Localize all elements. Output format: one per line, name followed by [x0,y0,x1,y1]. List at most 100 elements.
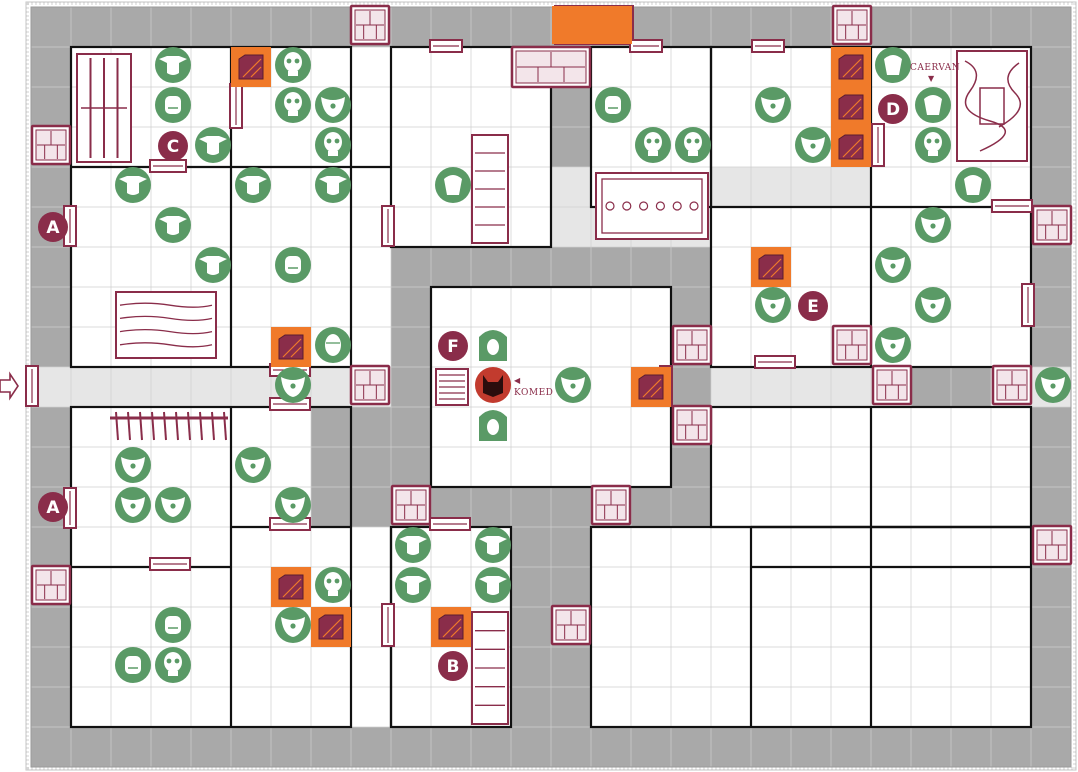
marker-a2-letter: A [46,498,60,518]
bookcase-2 [471,611,509,725]
goblin-token [235,167,271,203]
goblin-token [155,207,191,243]
goblin-face-icon [119,176,147,195]
goblin-face-icon [399,576,427,595]
trap-pit-icon [278,574,304,600]
wall-square [551,687,591,727]
door [1021,283,1035,327]
fimir-token [235,447,271,483]
marker-c-bg [158,131,188,161]
trap-tile [231,47,271,87]
orc-token [275,247,311,283]
marker-a1: A [38,212,68,242]
wall-square [351,727,391,767]
marker-c: C [158,131,188,161]
wall-square [791,7,831,47]
trap-pit-icon [838,134,864,160]
fimir-token [875,247,911,283]
trap-pit-icon [758,254,784,280]
goblin-face-icon [199,256,227,275]
trap-pit-hatch [842,98,862,118]
alchemist-bench-inner [601,178,703,234]
wall-square [311,727,351,767]
wall-square [31,527,71,567]
wall-square [1031,287,1071,327]
wall-square [551,247,591,287]
marker-f-letter: F [447,337,459,357]
skeleton-token [315,567,351,603]
wooden-table-grain [119,328,213,335]
weapons-rack-weapon [139,411,143,441]
skeleton-token [275,47,311,83]
fimir-eye [250,463,256,469]
wall-square [671,727,711,767]
rubble-block [349,364,391,406]
door [871,123,885,167]
fimir-token [115,487,151,523]
orc-face-icon [125,656,141,674]
trap-pit-hatch [242,58,262,78]
wall-square [551,127,591,167]
alchemist-bench-flask [655,201,666,211]
skull-icon [324,132,342,152]
door [991,199,1033,213]
wall-square [191,7,231,47]
trap-pit-hatch [282,578,302,598]
torture-rack [76,53,132,163]
wall-square [31,247,71,287]
goblin-face-icon [159,216,187,235]
wall-square [31,607,71,647]
door [229,83,243,129]
wall-square [1031,727,1071,767]
fimir-token [1035,367,1071,403]
marker-b-letter: B [447,657,460,677]
fimir-eye [890,343,896,349]
rubble-block [390,484,432,526]
wall-square [31,167,71,207]
wall-square [591,247,631,287]
wall-square [1031,407,1071,447]
fimir-token [795,127,831,163]
orc-token [595,87,631,123]
wall-square [231,7,271,47]
bookcase-1 [471,134,509,244]
wall-square [31,687,71,727]
wall-square [351,447,391,487]
trap-tile [751,247,791,287]
wall-square [511,487,551,527]
marker-a1-bg [38,212,68,242]
gargoyle-token [479,330,507,361]
skull-eye [326,138,332,144]
rubble-block [590,484,632,526]
wall-square [511,7,551,47]
trap-pit-icon [838,54,864,80]
wall-square [631,247,671,287]
alchemist-bench [595,172,709,240]
trap-tile [311,607,351,647]
orc-token [115,647,151,683]
marker-d: D [878,94,908,124]
wall-square [191,727,231,767]
weapons-rack-weapon [187,411,191,441]
wall-square [311,487,351,527]
weapons-rack-weapon [211,411,215,441]
rubble-block [30,564,72,606]
wall-square [1031,447,1071,487]
wall-square [711,7,751,47]
goblin-token [195,247,231,283]
fimir-token [275,487,311,523]
trap-pit-icon [238,54,264,80]
skeleton-token [275,87,311,123]
wall-square [511,687,551,727]
skeleton-token [675,127,711,163]
alchemist-bench-flask [638,201,649,211]
skull-jaw [328,591,338,596]
wall-square [911,367,951,407]
weapons-rack-weapon [199,411,203,441]
wall-square [751,727,791,767]
komed-label: KOMED [514,388,554,398]
wall-square [471,487,511,527]
alchemist-bench-flask [672,201,682,211]
fimir-eye [130,463,136,469]
